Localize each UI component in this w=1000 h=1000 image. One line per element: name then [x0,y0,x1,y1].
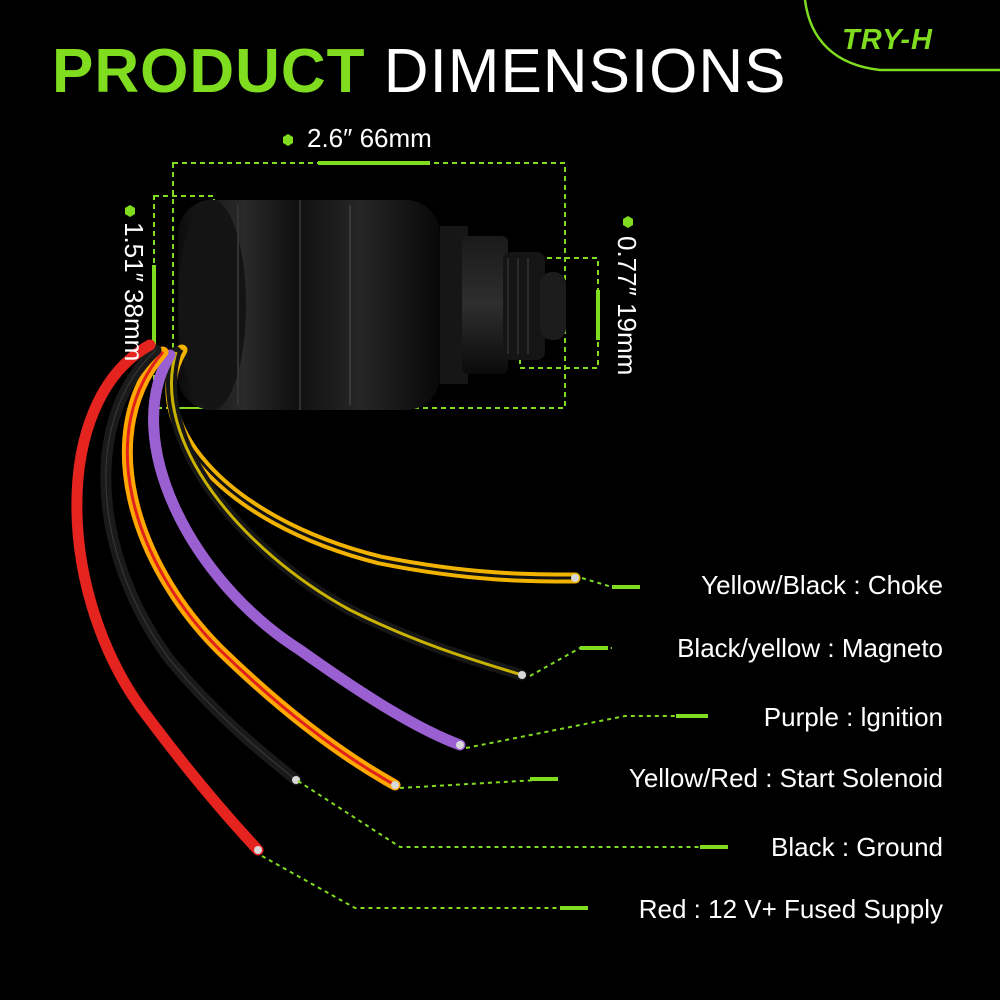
wire-start-solenoid-stripe [125,351,396,787]
wire-tip-supply [254,846,262,854]
wire-tip-ignition [456,741,464,749]
wire-label-ground: Black : Ground [771,832,943,862]
wire-ignition [148,349,466,751]
wire-supply [71,339,264,856]
wire-label-ignition: Purple : lgnition [763,702,943,732]
dimension-length: 2.6″ 66mm [307,123,432,153]
switch-body [178,200,566,410]
wire-start-solenoid [121,346,401,791]
leader-choke [581,577,613,588]
leader-start-solenoid [399,778,556,789]
brand-frame [803,0,1000,72]
wire-magneto-stripe [170,351,523,677]
wire-label-supply: Red : 12 V+ Fused Supply [638,894,943,924]
title-word-product: PRODUCT [52,37,366,106]
bullet-dots [125,134,633,228]
wire-ground-highlight [105,349,297,781]
wire-tip-choke [571,574,579,582]
title-word-dimensions: DIMENSIONS [383,37,787,106]
dimension-markers [152,161,600,352]
wire-label-magneto: Black/yellow : Magneto [677,633,943,663]
page-title: PRODUCT DIMENSIONS [52,36,787,107]
dimension-height: 1.51″ 38mm [119,222,149,362]
wire-label-start-solenoid: Yellow/Red : Start Solenoid [628,763,943,793]
wire-tip-start-solenoid [391,781,399,789]
leader-supply [261,855,588,909]
leader-ticks [530,585,728,910]
leader-magneto [529,647,612,677]
wire-tip-magneto [518,671,526,679]
brand-logo: TRY-H [842,24,933,56]
leader-ground [297,780,728,848]
wire-tip-ground [292,776,300,784]
wire-label-choke: Yellow/Black : Choke [701,570,943,600]
dimension-thread: 0.77″ 19mm [612,236,642,376]
wire-group [71,339,581,856]
leader-ignition [465,715,688,749]
